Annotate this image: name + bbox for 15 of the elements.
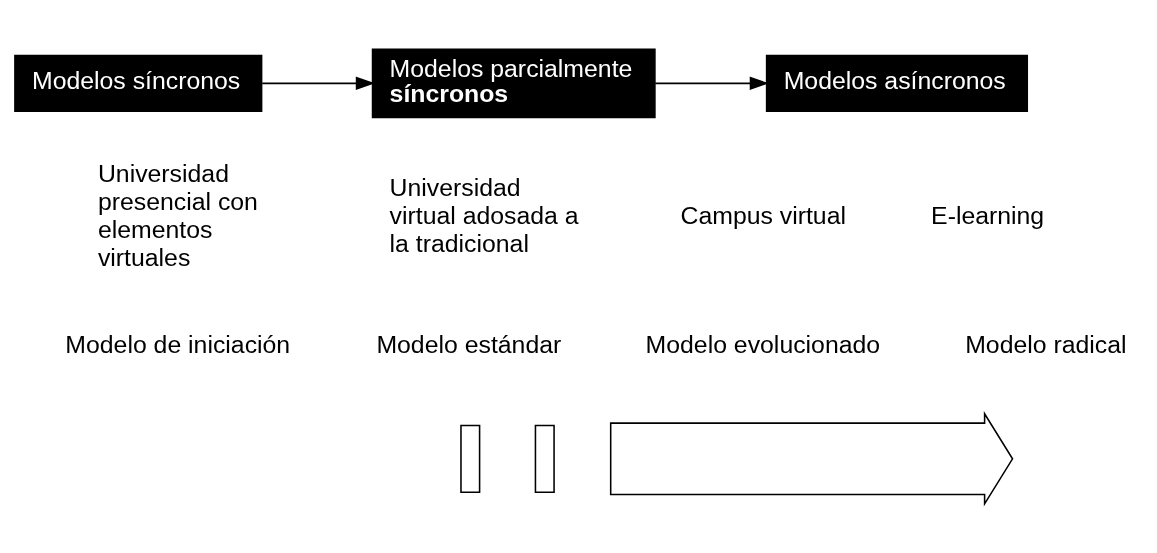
label: Modelo de iniciación (65, 330, 291, 358)
node-bar (460, 424, 481, 493)
label: E-learning (931, 202, 1045, 230)
label: Universidad presencial con elementos virtuales (97, 160, 258, 272)
label: Modelo radical (965, 330, 1127, 358)
label: Universidad virtual adosada a la tradicional (389, 174, 579, 258)
node-arrow (609, 411, 1014, 507)
node-bar (534, 424, 555, 493)
node-box: Modelos síncronos (14, 54, 263, 113)
label: Modelo evolucionado (645, 330, 881, 358)
arrow (654, 76, 769, 91)
label: Modelo estándar (376, 330, 562, 358)
node-box: Modelos parcialmente síncronos (371, 48, 656, 119)
label: Campus virtual (680, 202, 846, 230)
node-box: Modelos asíncronos (765, 54, 1029, 113)
